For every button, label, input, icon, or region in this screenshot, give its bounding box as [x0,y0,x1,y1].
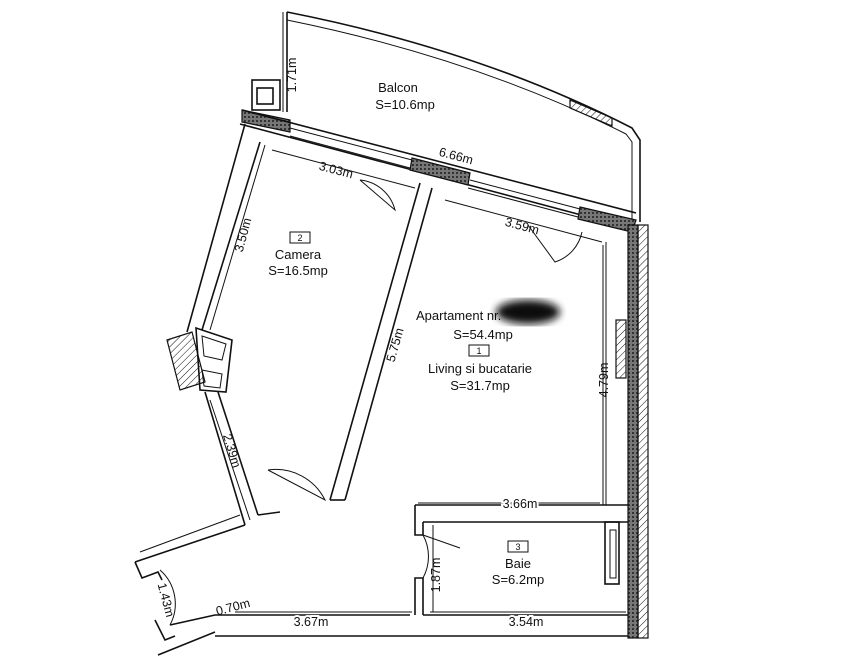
facade-wall [239,109,637,233]
dim-right-wall: 4.79m [597,363,611,398]
dim-living-window: 3.59m [503,215,540,238]
bathroom-number: 3 [515,542,520,552]
dim-facade-length: 6.66m [437,145,474,168]
bedroom-name: Camera [275,247,322,262]
dim-bottom-right: 3.54m [509,615,544,629]
dim-bath-depth: 1.87m [429,558,443,593]
bottom-wall [215,614,628,637]
partition-wall [329,182,433,501]
apartment-title: Apartament nr. [416,308,501,323]
bedroom-number: 2 [297,233,302,243]
balcony-area: S=10.6mp [375,97,435,112]
bathroom-name: Baie [505,556,531,571]
dim-left-wall-lower: 2.39m [220,432,244,469]
bedroom-number-box [289,231,311,244]
dim-bottom-left: 3.67m [294,615,329,629]
balcony-outline [251,11,641,222]
right-exterior-wall [605,224,649,639]
redaction-blur [496,300,560,324]
dim-bath-top: 3.66m [503,497,538,511]
dim-entrance-width: 1.43m [155,581,178,618]
apartment-area: S=54.4mp [453,327,513,342]
dimension-lines [209,144,626,613]
living-number: 1 [476,346,481,356]
living-number-box [468,344,490,357]
bedroom-area: S=16.5mp [268,263,328,278]
dim-partition: 5.75m [384,326,407,363]
bathroom-area: S=6.2mp [492,572,544,587]
living-area: S=31.7mp [450,378,510,393]
dim-bedroom-width: 3.03m [317,159,354,182]
balcony-name: Balcon [378,80,418,95]
dim-balcony-depth: 1.71m [285,58,299,93]
living-name: Living si bucatarie [428,361,532,376]
left-walls [134,123,281,656]
bathroom-number-box [507,540,529,553]
bathroom-walls [414,504,628,615]
